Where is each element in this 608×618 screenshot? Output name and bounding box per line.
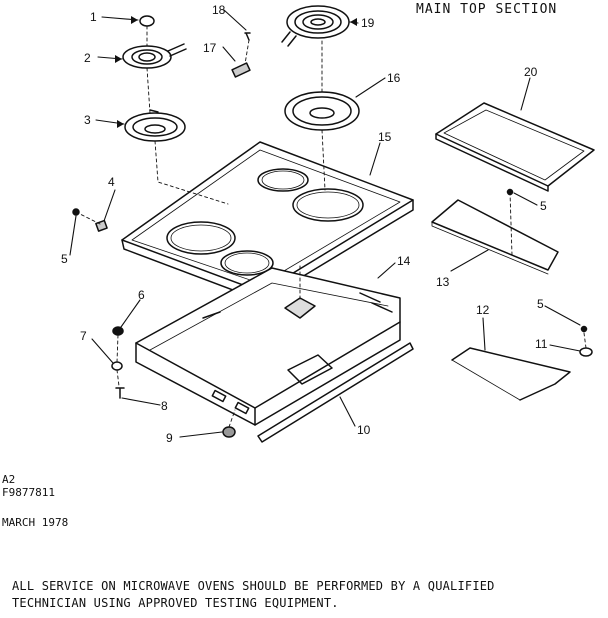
alignment-lines — [75, 25, 587, 428]
part-14-burner-box — [135, 267, 401, 426]
part-6-nut — [112, 326, 124, 336]
section-title: MAIN TOP SECTION — [416, 2, 558, 17]
code-b: F9877811 — [2, 486, 55, 499]
callout-16: 16 — [387, 71, 401, 85]
part-18-screw — [244, 32, 251, 41]
part-17-terminal-block — [231, 62, 251, 78]
callout-1: 1 — [90, 10, 97, 24]
callout-15: 15 — [378, 130, 392, 144]
part-3-drip-pan — [124, 109, 186, 142]
callout-13: 13 — [436, 275, 450, 289]
part-13-plate — [431, 199, 559, 275]
callout-19: 19 — [361, 16, 375, 30]
callout-8: 8 — [161, 399, 168, 413]
callout-17: 17 — [203, 41, 217, 55]
code-a: A2 — [2, 473, 16, 486]
callout-6: 6 — [138, 288, 145, 302]
part-4-clip — [95, 219, 108, 232]
part-11-grommet — [579, 347, 593, 357]
part-5-screw-right-lower — [580, 325, 588, 333]
callout-5-right-upper: 5 — [540, 199, 547, 213]
part-2-small-element — [122, 43, 187, 69]
callout-5-left: 5 — [61, 252, 68, 266]
callout-12: 12 — [476, 303, 490, 317]
callout-3: 3 — [84, 113, 91, 127]
callout-20: 20 — [524, 65, 538, 79]
callout-2: 2 — [84, 51, 91, 65]
service-notice-line2: TECHNICIAN USING APPROVED TESTING EQUIPM… — [12, 596, 339, 610]
part-9-foot — [222, 426, 236, 438]
callout-arrowheads — [115, 16, 357, 128]
callout-7: 7 — [80, 329, 87, 343]
part-20-tray — [435, 102, 595, 192]
date-label: MARCH 1978 — [2, 516, 69, 529]
part-16-large-drip-pan — [284, 91, 360, 131]
service-notice-line1: ALL SERVICE ON MICROWAVE OVENS SHOULD BE… — [12, 579, 495, 593]
callout-4: 4 — [108, 175, 115, 189]
callout-10: 10 — [357, 423, 371, 437]
part-1-knob-cap — [139, 15, 155, 27]
callout-9: 9 — [166, 431, 173, 445]
part-10-front-rail — [257, 342, 414, 443]
callout-11: 11 — [535, 337, 548, 351]
callout-numbers: 1 2 3 4 5 6 7 8 9 10 11 12 13 14 15 16 1… — [61, 3, 548, 445]
part-8-bolt — [115, 387, 125, 399]
callout-5-right-lower: 5 — [537, 297, 544, 311]
callout-14: 14 — [397, 254, 411, 268]
part-12-wire-bracket — [451, 347, 571, 401]
part-19-large-element — [281, 5, 350, 47]
callout-18: 18 — [212, 3, 226, 17]
